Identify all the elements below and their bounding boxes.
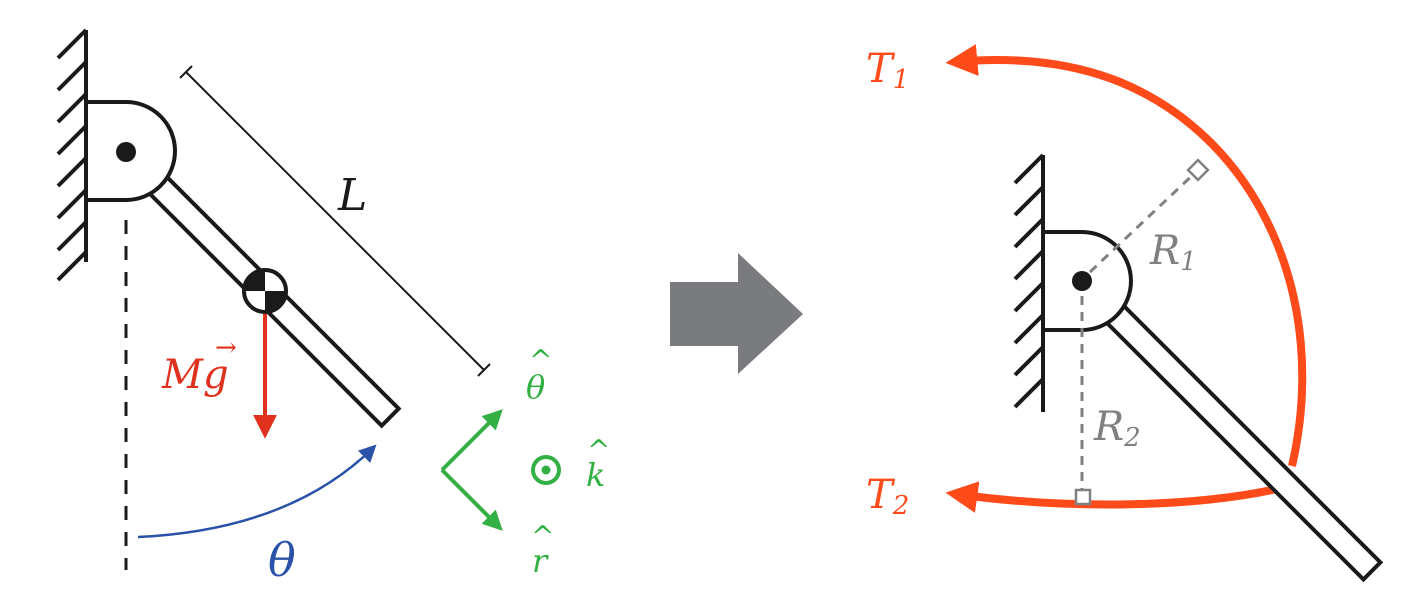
- tension-1-label: T1: [866, 46, 909, 95]
- gravity-vector-mark: →: [215, 333, 237, 363]
- radius-2-symbol: R: [1093, 404, 1124, 450]
- tension-1-arc: [945, 44, 1307, 467]
- gravity-label: Mg: [161, 352, 229, 398]
- radius-1-symbol: R: [1149, 228, 1180, 274]
- left-figure: Mg → L θ θ ^ k ^ r ^: [56, 28, 610, 587]
- tension-2-symbol: T: [866, 472, 896, 518]
- length-dimension: [179, 65, 491, 377]
- right-arrow-icon: [670, 253, 803, 374]
- unit-r-hat: ^: [531, 520, 554, 553]
- pivot-icon: [1041, 230, 1133, 332]
- tension-2-arc: [945, 481, 1291, 513]
- tension-2-subscript: 2: [892, 491, 910, 521]
- unit-theta-hat: ^: [529, 344, 552, 377]
- unit-theta-label: θ: [526, 368, 545, 406]
- radius-1-line: [1088, 168, 1200, 274]
- pivot-icon: [84, 100, 177, 202]
- radius-1-label: R1: [1149, 228, 1197, 277]
- wall-hatch-icon: [1013, 153, 1045, 412]
- tension-1-subscript: 1: [893, 65, 910, 95]
- radius-1-subscript: 1: [1180, 247, 1197, 277]
- unit-vectors: [440, 409, 561, 531]
- right-figure: T1 T2 R1 R2: [866, 44, 1384, 583]
- angle-arc: [137, 444, 377, 539]
- out-of-page-icon: [531, 455, 561, 485]
- angle-label: θ: [268, 533, 296, 587]
- tension-1-symbol: T: [866, 46, 896, 92]
- length-label: L: [337, 170, 367, 221]
- unit-k-hat: ^: [587, 434, 610, 467]
- radius-2-label: R2: [1093, 404, 1141, 453]
- unit-k-label: k: [586, 456, 605, 494]
- right-angle-icon: [1186, 158, 1210, 182]
- wall-hatch-icon: [56, 28, 88, 282]
- radius-2-subscript: 2: [1123, 423, 1141, 453]
- right-angle-icon: [1074, 488, 1092, 506]
- center-of-mass-icon: [242, 268, 288, 314]
- unit-r-label: r: [532, 542, 549, 580]
- tension-2-label: T2: [866, 472, 909, 521]
